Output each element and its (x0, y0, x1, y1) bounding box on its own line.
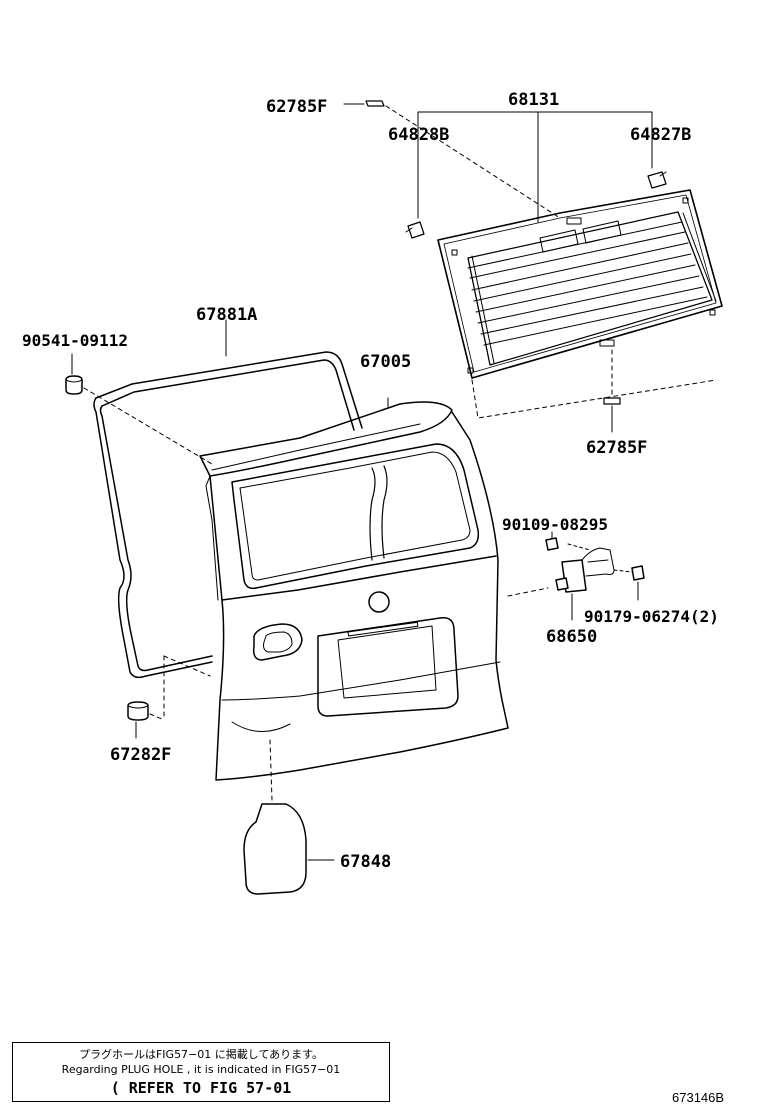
back-door-glass (437, 189, 723, 379)
label-68650[interactable]: 68650 (546, 627, 597, 647)
bolt-90109-08295 (545, 531, 559, 551)
cushion-67282f (127, 701, 149, 739)
clip-64827b (647, 171, 667, 189)
label-90179-06274[interactable]: 90179-06274(2) (584, 607, 719, 626)
weatherstrip-67881a (93, 351, 363, 679)
lock-assembly-68650 (555, 543, 633, 621)
spacer-62785f-bottom (603, 397, 621, 433)
clip-64828b (405, 221, 425, 239)
label-90109-08295[interactable]: 90109-08295 (502, 515, 608, 534)
label-67282f[interactable]: 67282F (110, 745, 171, 765)
label-67005[interactable]: 67005 (360, 352, 411, 372)
nut-90179-06274 (631, 565, 645, 601)
leader-68131 (417, 111, 653, 223)
label-62785f-top[interactable]: 62785F (266, 97, 327, 117)
label-67848[interactable]: 67848 (340, 852, 391, 872)
label-64828b[interactable]: 64828B (388, 125, 449, 145)
part-labels: 62785F 68131 64828B 64827B 67881A 90541-… (22, 90, 719, 872)
label-67881a[interactable]: 67881A (196, 305, 257, 325)
dashed-leaders-glass (385, 105, 717, 419)
figure-id: 673146B (672, 1090, 725, 1105)
grommet-90541-09112 (65, 353, 83, 395)
label-90541-09112[interactable]: 90541-09112 (22, 331, 128, 350)
label-68131[interactable]: 68131 (508, 90, 559, 110)
dashed-leaders-door (83, 387, 549, 801)
spacer-62785f-top (343, 100, 385, 107)
note-refer-fig[interactable]: ( REFER TO FIG 57-01 (110, 1079, 292, 1097)
hole-cover-67848 (243, 803, 335, 895)
label-64827b[interactable]: 64827B (630, 125, 691, 145)
note-english: Regarding PLUG HOLE , it is indicated in… (61, 1063, 341, 1076)
note-japanese: プラグホールはFIG57−01 に掲載してあります。 (78, 1048, 324, 1061)
back-door-panel (199, 401, 509, 781)
reference-note: プラグホールはFIG57−01 に掲載してあります。 Regarding PLU… (12, 1042, 390, 1102)
label-62785f-bottom[interactable]: 62785F (586, 438, 647, 458)
